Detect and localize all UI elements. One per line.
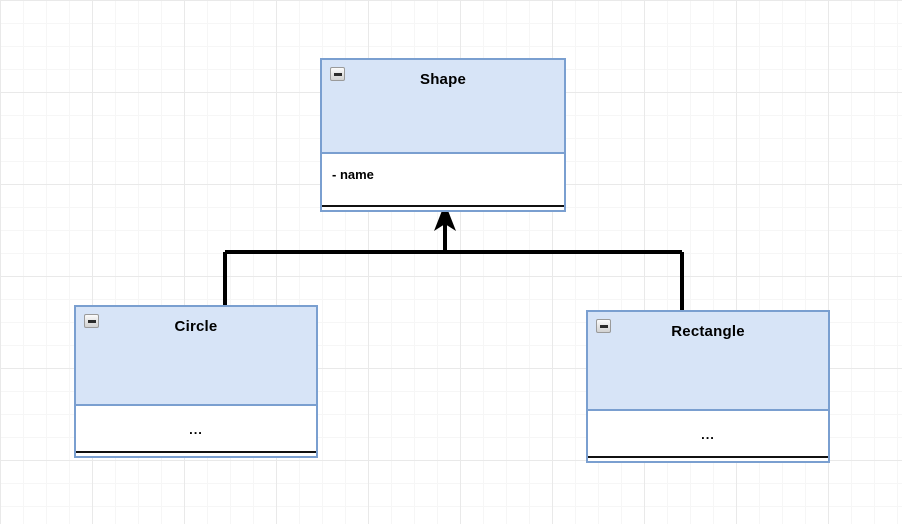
uml-footer-rule bbox=[322, 205, 564, 207]
uml-class-shape[interactable]: Shape - name bbox=[320, 58, 566, 212]
uml-attributes-shape: - name bbox=[322, 154, 564, 210]
uml-attribute-item: ... bbox=[701, 427, 715, 442]
uml-footer-rule bbox=[76, 451, 316, 453]
uml-class-rectangle[interactable]: Rectangle ... bbox=[586, 310, 830, 463]
uml-attribute-item: - name bbox=[332, 167, 374, 182]
uml-footer-rule bbox=[588, 456, 828, 458]
uml-class-circle[interactable]: Circle ... bbox=[74, 305, 318, 458]
uml-class-name-circle: Circle bbox=[174, 318, 218, 335]
uml-attributes-circle: ... bbox=[76, 406, 316, 456]
minus-icon-bar bbox=[87, 319, 96, 323]
minus-icon-bar bbox=[333, 72, 342, 76]
minus-icon[interactable] bbox=[596, 319, 611, 333]
uml-attribute-item: ... bbox=[189, 422, 203, 437]
uml-attributes-rectangle: ... bbox=[588, 411, 828, 461]
uml-class-header-circle: Circle bbox=[76, 307, 316, 406]
uml-class-header-rectangle: Rectangle bbox=[588, 312, 828, 411]
generalization-arrowhead-icon bbox=[434, 203, 456, 231]
minus-icon-bar bbox=[599, 324, 608, 328]
uml-class-name-rectangle: Rectangle bbox=[671, 323, 745, 340]
minus-icon[interactable] bbox=[84, 314, 99, 328]
uml-class-header-shape: Shape bbox=[322, 60, 564, 154]
minus-icon[interactable] bbox=[330, 67, 345, 81]
uml-class-name-shape: Shape bbox=[419, 71, 466, 88]
